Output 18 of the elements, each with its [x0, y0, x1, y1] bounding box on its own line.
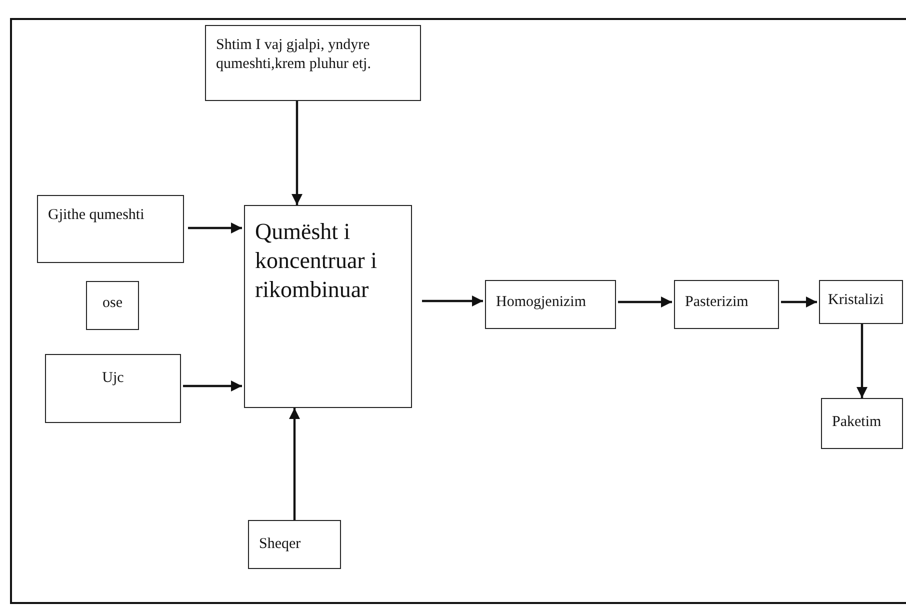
process-box: Homogjenizim	[485, 280, 616, 329]
process-box: Shtim I vaj gjalpi, yndyre qumeshti,krem pluhur etj.	[205, 25, 421, 101]
arrow	[618, 296, 672, 308]
arrow	[183, 380, 242, 392]
process-box: Kristalizi	[819, 280, 903, 324]
process-box: Ujc	[45, 354, 181, 423]
process-box: Paketim	[821, 398, 903, 449]
arrow	[292, 101, 302, 205]
arrow	[422, 296, 483, 306]
process-box: Qumësht i koncentruar i rikombinuar	[244, 205, 412, 408]
process-box: Gjithe qumeshti	[37, 195, 184, 263]
connector-box: ose	[86, 281, 139, 330]
arrow	[856, 324, 868, 398]
arrow	[781, 296, 817, 308]
arrow	[289, 408, 300, 520]
process-box: Sheqer	[248, 520, 341, 569]
arrow	[188, 222, 242, 234]
process-box: Pasterizim	[674, 280, 779, 329]
